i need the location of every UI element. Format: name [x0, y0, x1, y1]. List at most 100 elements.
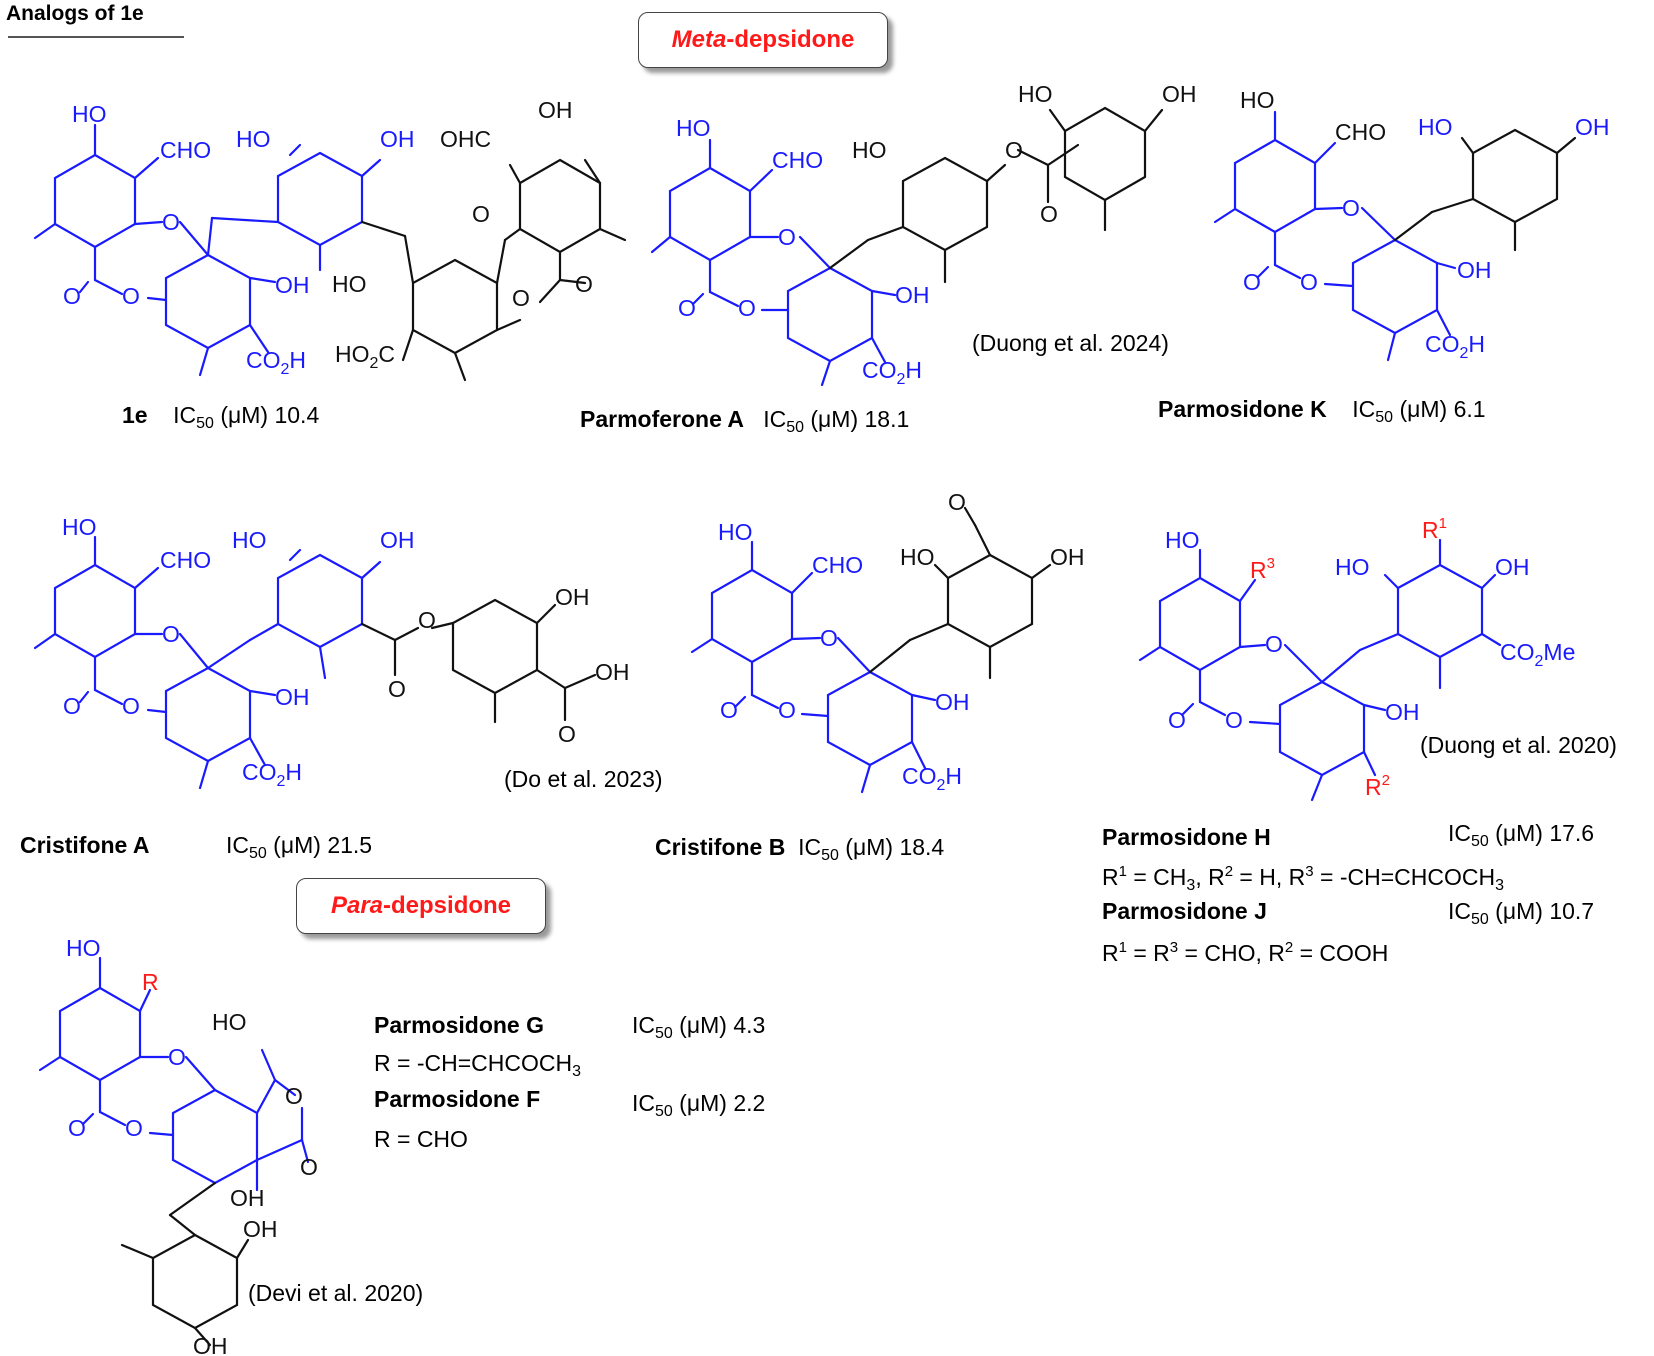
compound-name: Parmosidone G — [374, 1012, 544, 1038]
meta-badge-italic: Meta — [671, 26, 727, 53]
atom-co2h: CO2H — [242, 759, 302, 790]
citation-duong-2020: (Duong et al. 2020) — [1420, 732, 1617, 758]
atom-ohc: OHC — [440, 126, 491, 152]
atom-o: O — [778, 697, 796, 723]
compound-name: Parmosidone F — [374, 1086, 541, 1112]
ic50-label: IC — [632, 1090, 655, 1116]
atom-co2me: CO2Me — [1500, 639, 1575, 670]
atom-ho2c-c: C — [378, 341, 395, 367]
label-parmosidone-j-ic50: IC50 (μM) 10.7 — [1448, 898, 1595, 928]
atom-o: O — [162, 621, 180, 647]
structure-1e-linker — [210, 143, 407, 272]
atom-co2h: CO2H — [246, 347, 306, 378]
atom-ho2c-b: 2 — [370, 355, 379, 372]
atom-o: O — [125, 1115, 143, 1141]
atom-sub-2: 2 — [1460, 345, 1469, 362]
compound-name: Parmosidone H — [1102, 824, 1271, 850]
rdef-sup: 2 — [1284, 939, 1294, 956]
rdef-sub: 3 — [572, 1063, 581, 1080]
structure-1e-second-depsidone — [401, 158, 627, 382]
label-parmosidone-j-rdef: R1 = R3 = CHO, R2 = COOH — [1102, 939, 1388, 967]
atom-o: O — [1040, 201, 1058, 227]
atom-r3: R3 — [1250, 555, 1275, 583]
atom-co: CO — [246, 347, 281, 373]
label-1e: 1e IC50 (μM) 10.4 — [122, 402, 320, 432]
atom-oh: OH — [1575, 114, 1610, 140]
ic50-label: IC — [1448, 820, 1471, 846]
rdef-part: R — [1102, 940, 1119, 966]
rdef-part: R — [1102, 864, 1119, 890]
atom-oh: OH — [1050, 544, 1085, 570]
atom-sub-2: 2 — [277, 773, 286, 790]
label-parmosidone-h: Parmosidone H — [1102, 824, 1271, 851]
rdef-sup: 1 — [1118, 939, 1127, 956]
ic50-label: IC — [173, 402, 197, 428]
label-parmosidone-h-ic50: IC50 (μM) 17.6 — [1448, 820, 1594, 850]
label-cristifone-a-ic50: IC50 (μM) 21.5 — [226, 832, 372, 862]
atom-o: O — [1342, 195, 1360, 221]
label-parmosidone-g: Parmosidone G — [374, 1012, 544, 1039]
para-badge-rest: -depsidone — [383, 892, 512, 919]
atom-o: O — [1005, 137, 1023, 163]
atom-o: O — [558, 721, 576, 747]
structure-parmoferone-a — [650, 106, 1164, 387]
atom-cho: CHO — [1335, 119, 1386, 145]
compound-name: Parmosidone K — [1158, 396, 1327, 422]
atom-oh: OH — [895, 282, 930, 308]
ic50-sub: 50 — [1375, 409, 1394, 426]
atom-o: O — [512, 285, 530, 311]
para-depsidone-badge: Para-depsidone — [296, 878, 546, 934]
atom-o: O — [1300, 269, 1318, 295]
atom-oh: OH — [1495, 554, 1530, 580]
atom-h: H — [285, 759, 302, 785]
label-parmosidone-f: Parmosidone F — [374, 1086, 540, 1113]
ic50-sub: 50 — [249, 845, 267, 862]
atom-r: R — [1250, 557, 1267, 583]
atom-ho2c-a: HO — [335, 341, 370, 367]
citation-do-2023: (Do et al. 2023) — [504, 766, 663, 792]
rdef-part: = CHO, R — [1178, 940, 1285, 966]
atom-sub-2: 2 — [1535, 653, 1544, 670]
atom-ho: HO — [72, 101, 107, 127]
rdef-part: = -CH=CHCOCH — [1313, 864, 1496, 890]
ic50-value: 18.1 — [864, 406, 910, 432]
label-parmosidone-g-rdef: R = -CH=CHCOCH3 — [374, 1050, 581, 1080]
ic50-value: 10.7 — [1549, 898, 1595, 924]
atom-o: O — [472, 201, 490, 227]
atom-o: O — [285, 1083, 303, 1109]
atom-oh: OH — [193, 1333, 228, 1356]
atom-o: O — [678, 295, 696, 321]
rdef-sup: 3 — [1169, 939, 1179, 956]
label-parmosidone-k: Parmosidone K IC50 (μM) 6.1 — [1158, 396, 1486, 426]
ic50-unit: (μM) — [838, 834, 900, 860]
atom-sub-2: 2 — [281, 361, 290, 378]
atom-o: O — [1225, 707, 1243, 733]
atom-oh: OH — [538, 97, 573, 123]
ic50-unit: (μM) — [672, 1090, 734, 1116]
atom-co: CO — [902, 763, 937, 789]
meta-badge-rest: -depsidone — [726, 26, 855, 53]
ic50-unit: (μM) — [672, 1012, 734, 1038]
atom-ho: HO — [900, 544, 935, 570]
label-parmosidone-f-ic50: IC50 (μM) 2.2 — [632, 1090, 766, 1120]
compound-name: Parmosidone J — [1102, 898, 1267, 924]
ic50-value: 10.4 — [274, 402, 320, 428]
structure-parmosidone-gf — [38, 956, 310, 1347]
atom-o: O — [778, 224, 796, 250]
structure-cristifone-a — [33, 535, 597, 790]
atom-ho: HO — [852, 137, 887, 163]
figure-title: Analogs of 1e — [6, 2, 144, 25]
meta-depsidone-badge: Meta-depsidone — [638, 12, 888, 68]
ic50-value: 6.1 — [1453, 396, 1486, 422]
ic50-value: 2.2 — [733, 1090, 766, 1116]
ic50-sub: 50 — [196, 415, 214, 432]
atom-co: CO — [862, 357, 897, 383]
ic50-label: IC — [1448, 898, 1471, 924]
ic50-sub: 50 — [1471, 911, 1489, 928]
atom-o: O — [1168, 707, 1186, 733]
atom-sub-2: 2 — [937, 777, 946, 794]
rdef-sub: 3 — [1186, 877, 1196, 894]
atom-oh: OH — [1385, 699, 1420, 725]
ic50-unit: (μM) — [266, 832, 328, 858]
atom-ho: HO — [212, 1009, 247, 1035]
